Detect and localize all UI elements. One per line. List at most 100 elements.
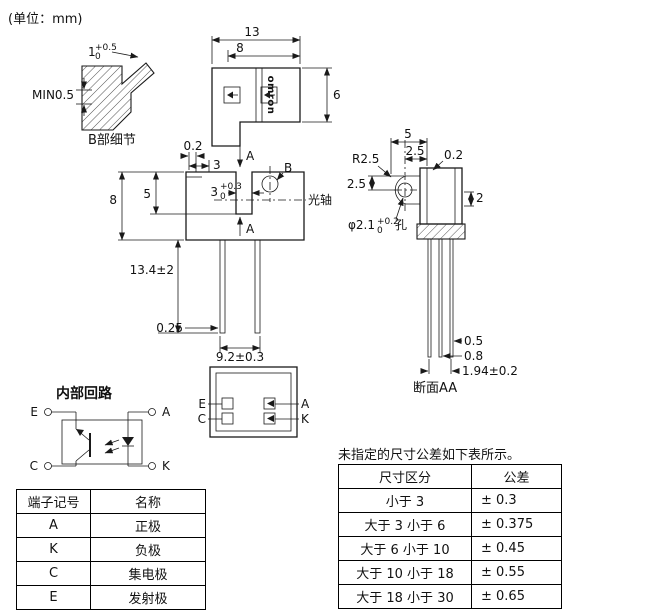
mark-arrow-icon — [267, 415, 274, 422]
dim-lead-thickness: 0.25 — [156, 321, 183, 335]
circuit-label-c: C — [30, 459, 38, 473]
dim-total-width: 13 — [244, 25, 259, 39]
terminal-name: 发射极 — [90, 585, 206, 610]
detail-ref-label: B — [284, 161, 292, 175]
tolerance-value: ± 0.45 — [471, 536, 562, 561]
tolerance-table-header-range: 尺寸区分 — [338, 464, 472, 489]
terminal-name: 集电极 — [90, 561, 206, 586]
outline — [211, 67, 301, 147]
dim-tip-tol-upper: +0.5 — [95, 43, 117, 53]
component-box — [61, 419, 143, 465]
lead — [427, 238, 432, 358]
circuit-label-e: E — [30, 405, 38, 419]
light-arrow-icon — [104, 447, 120, 454]
terminal-node — [148, 408, 156, 416]
dim-tip: 1 — [88, 45, 96, 59]
outline — [209, 366, 298, 438]
leader-line — [276, 172, 285, 181]
terminal-pad — [221, 412, 234, 425]
tolerance-range: 大于 6 小于 10 — [338, 536, 472, 561]
terminal-pad — [263, 397, 276, 410]
leader-line — [111, 51, 139, 59]
section-aa-caption: 断面AA — [413, 381, 457, 396]
hole-dim: φ2.1 — [348, 218, 375, 232]
lead — [449, 238, 454, 358]
circuit-title: 内部回路 — [56, 385, 113, 402]
internal-circuit: 内部回路 E C A K — [30, 385, 171, 473]
table-row: E 发射极 — [16, 585, 206, 610]
dim-depth: 2 — [476, 191, 484, 205]
optical-axis-label: 光轴 — [308, 192, 332, 207]
tolerance-note: 未指定的尺寸公差如下表所示。 — [338, 448, 521, 463]
front-view: omron 13 8 6 — [211, 25, 341, 147]
table-row: 大于 6 小于 10 ± 0.45 — [338, 536, 562, 561]
dim-lead-width: 0.5 — [464, 334, 483, 348]
tolerance-value: ± 0.375 — [471, 512, 562, 537]
emitter-arrow-icon — [76, 429, 84, 436]
dim-step: 0.2 — [444, 148, 463, 162]
table-row: K 负极 — [16, 537, 206, 562]
outline — [185, 171, 305, 241]
table-row: 大于 10 小于 18 ± 0.55 — [338, 560, 562, 585]
terminal-pad — [221, 397, 234, 410]
circuit-label-k: K — [162, 459, 171, 473]
terminal-name: 负极 — [90, 537, 206, 562]
collector-wire — [75, 449, 90, 462]
terminal-node — [148, 462, 156, 470]
dim-tab-width: 5 — [404, 127, 412, 141]
dim-slot-tol-lower: 0 — [220, 192, 226, 202]
terminal-name: 正极 — [90, 513, 206, 538]
dim-slot-tol-upper: +0.3 — [220, 182, 242, 192]
hole-dim-tol-lower: 0 — [377, 226, 383, 236]
tolerance-range: 大于 18 小于 30 — [338, 584, 472, 609]
terminal-mark: E — [16, 585, 91, 610]
terminal-label-k: K — [301, 412, 310, 426]
detail-b-view: 1 +0.5 0 MIN0.5 B部细节 — [32, 43, 155, 148]
outline — [419, 167, 463, 225]
terminal-mark: K — [16, 537, 91, 562]
section-label-bottom: A — [246, 222, 255, 236]
section-label-top: A — [246, 149, 255, 163]
hole-dim-suffix: 孔 — [395, 218, 407, 232]
dim-lead-length: 13.4±2 — [130, 263, 174, 277]
inner-outline — [215, 372, 292, 432]
terminal-node — [44, 462, 52, 470]
terminal-node — [44, 408, 52, 416]
mark-arrow-icon — [267, 400, 274, 407]
leader-line — [395, 197, 404, 220]
dim-body-height: 8 — [109, 193, 117, 207]
dim-lead-span: 9.2±0.3 — [216, 350, 264, 364]
table-row: C 集电极 — [16, 561, 206, 586]
light-arrow-icon — [104, 439, 120, 446]
lead — [219, 239, 226, 334]
dim-tip-tol-lower: 0 — [95, 52, 101, 62]
dim-top-width: 3 — [213, 158, 221, 172]
dim-slot-depth: 5 — [143, 187, 151, 201]
dim-radius: R2.5 — [352, 152, 379, 166]
dim-min-wall: MIN0.5 — [32, 88, 74, 102]
mark-window — [223, 86, 241, 104]
tolerance-value: ± 0.55 — [471, 560, 562, 585]
dim-step: 0.2 — [183, 139, 202, 153]
tolerance-table-header-row: 尺寸区分 公差 — [338, 464, 562, 489]
terminal-table: 端子记号 名称 A 正极 K 负极 C 集电极 E 发射极 — [16, 489, 206, 610]
leader-line — [432, 160, 444, 171]
mark-arrow-icon — [264, 91, 270, 99]
dim-slot-width: 3 — [210, 185, 218, 199]
dim-lead-thickness: 0.8 — [464, 349, 483, 363]
dim-hole-offset-top: 2.5 — [405, 144, 424, 158]
detail-b-boss — [261, 175, 279, 193]
tolerance-value: ± 0.65 — [471, 584, 562, 609]
mark-arrow-icon — [227, 91, 233, 99]
terminal-table-header-mark: 端子记号 — [16, 489, 91, 514]
lead — [438, 238, 443, 358]
detail-b-caption: B部细节 — [88, 133, 136, 148]
table-row: 小于 3 ± 0.3 — [338, 488, 562, 513]
side-view: B A A 3 +0.3 0 光轴 8 5 0.2 — [109, 139, 332, 364]
lead — [254, 239, 261, 334]
table-row: 大于 18 小于 30 ± 0.65 — [338, 584, 562, 609]
terminal-label-c: C — [198, 412, 206, 426]
dim-lead-pitch: 1.94±0.2 — [462, 364, 518, 378]
